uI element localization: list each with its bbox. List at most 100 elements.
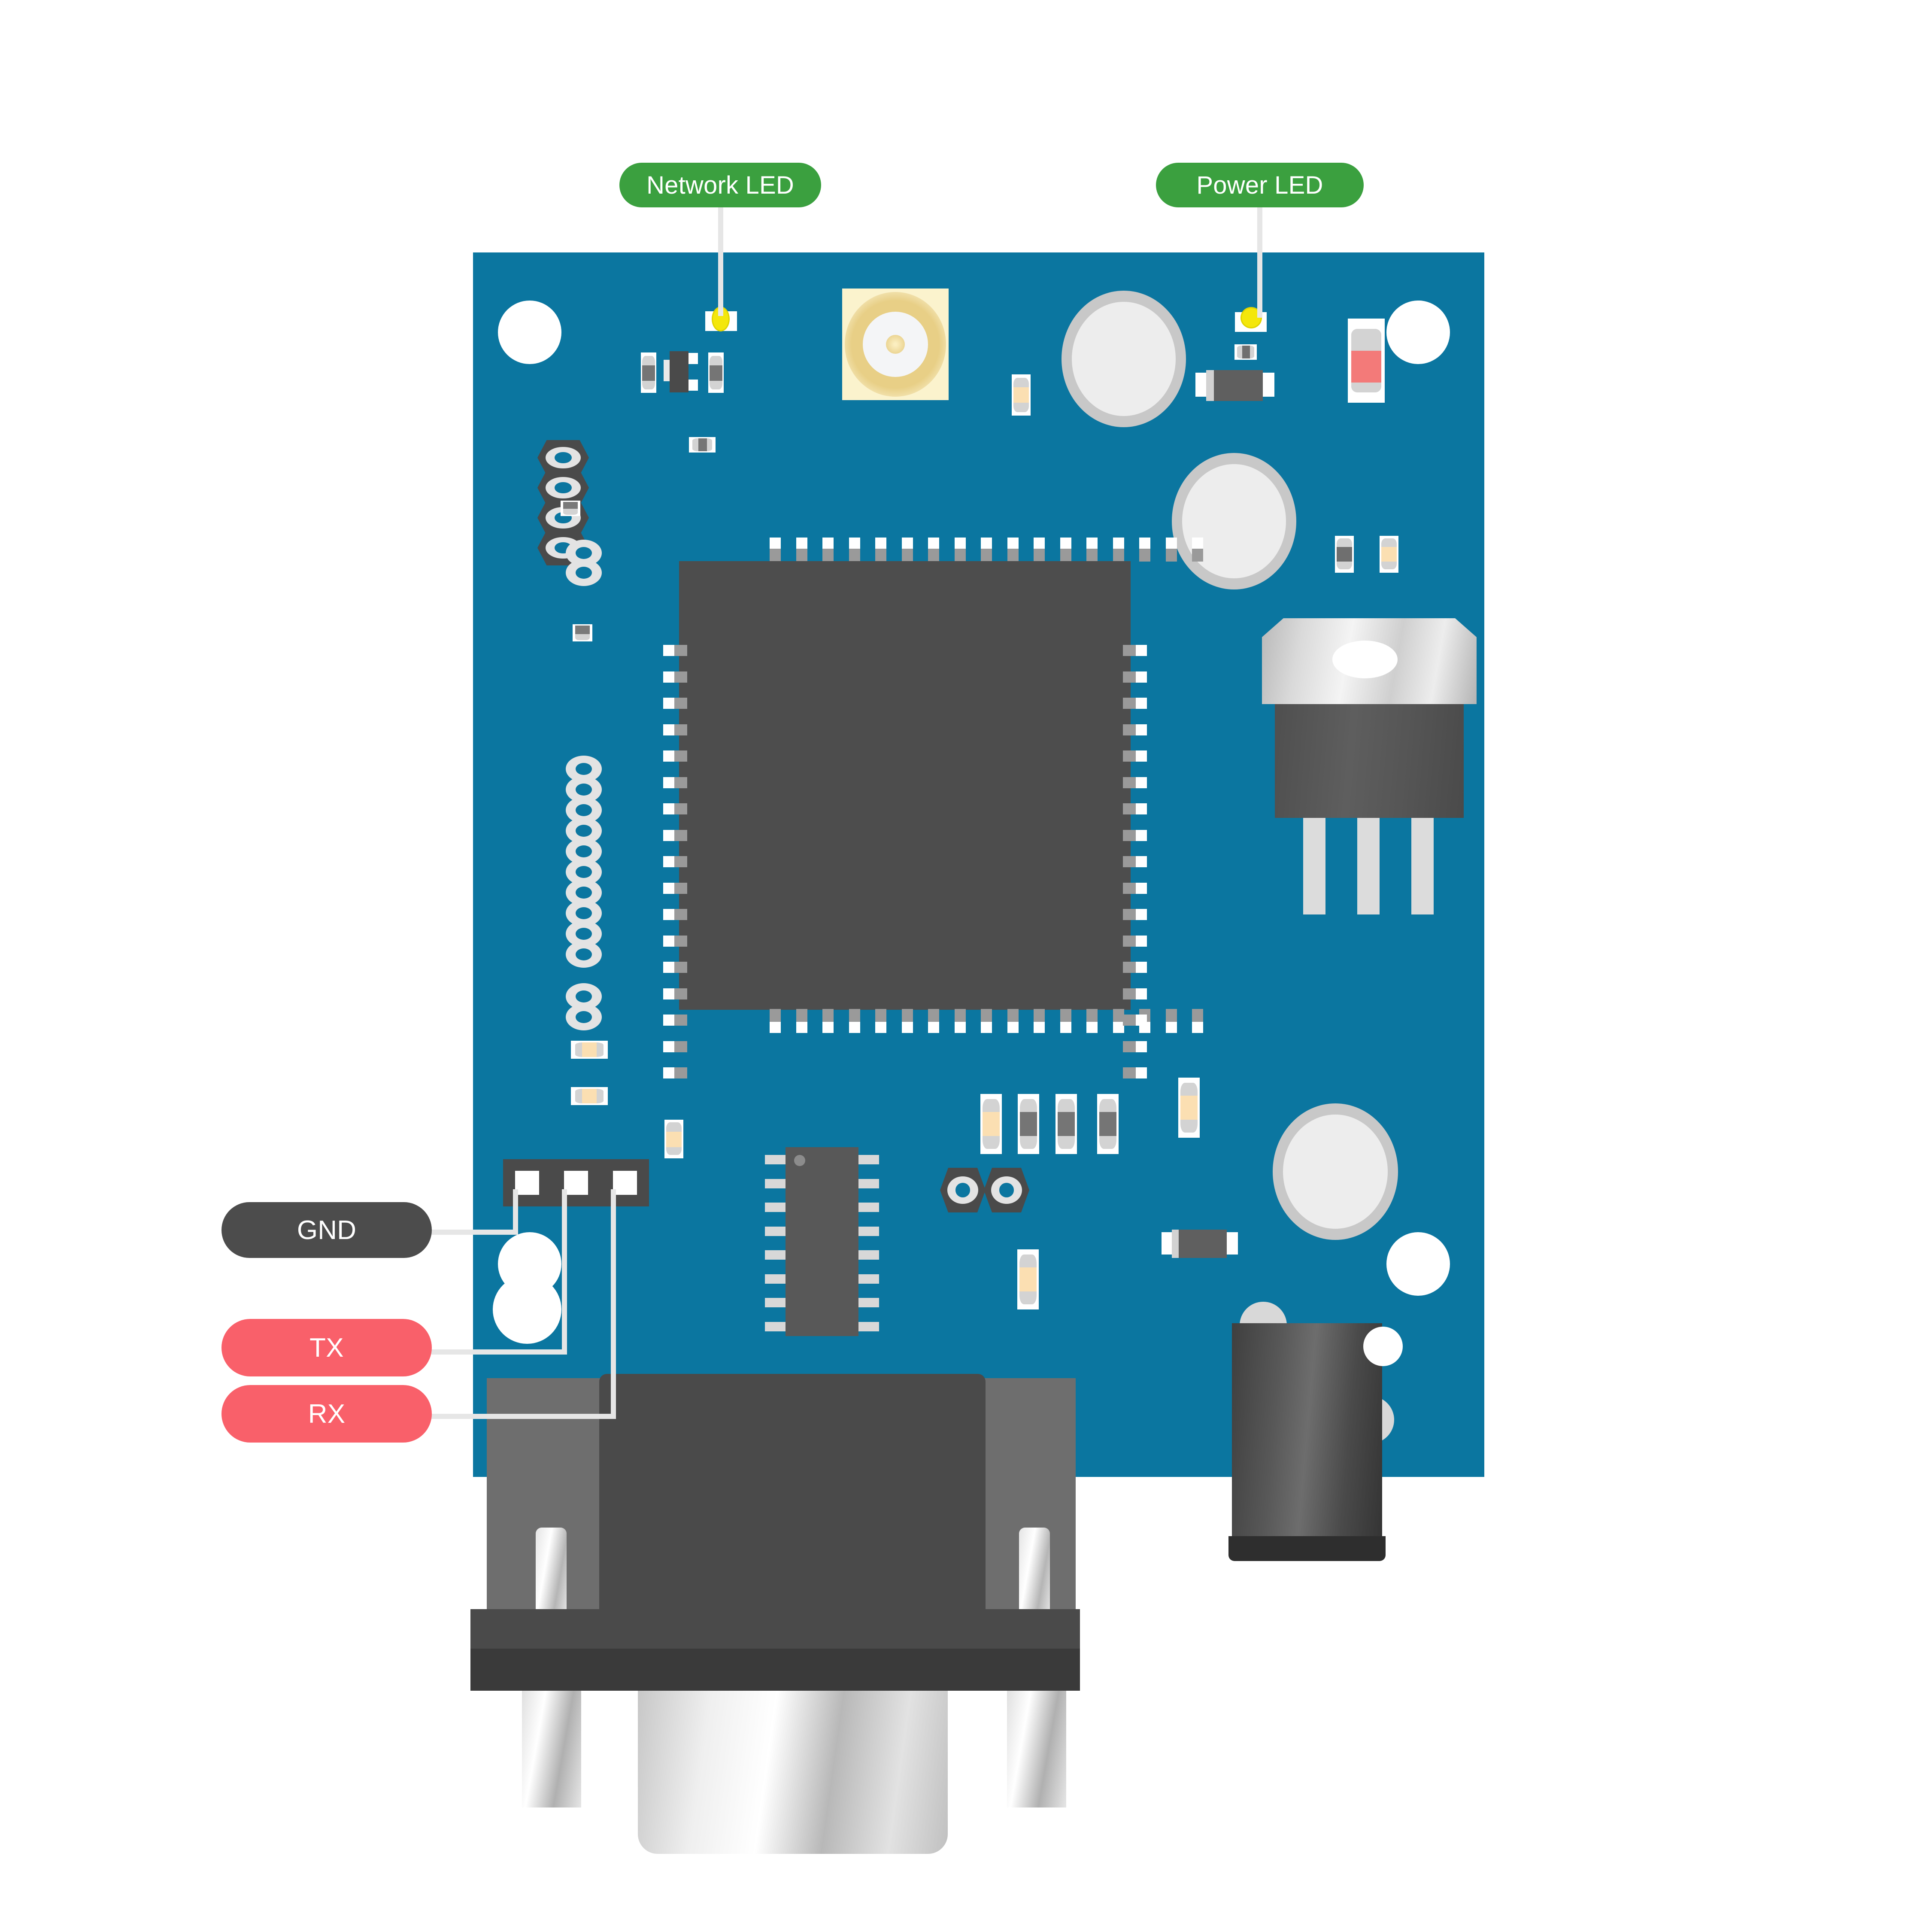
jack-base xyxy=(1228,1536,1386,1561)
via-hole xyxy=(566,559,602,586)
dip-pin xyxy=(858,1321,879,1331)
leader-line-rx-h xyxy=(431,1414,615,1419)
smd-resistor xyxy=(1380,536,1398,573)
chip-pin-tip xyxy=(663,1041,674,1052)
annotation-gnd-label: GND xyxy=(297,1215,357,1245)
chip-pin-tip xyxy=(770,538,781,549)
smd-capacitor xyxy=(561,501,580,516)
dip-pin xyxy=(858,1179,879,1188)
mounting-hole xyxy=(493,1275,561,1344)
dip-pin xyxy=(858,1274,879,1284)
via-pad xyxy=(984,1168,1029,1212)
chip-pin-tip xyxy=(822,538,834,549)
chip-pin-tip xyxy=(901,538,913,549)
annotation-power-led[interactable]: Power LED xyxy=(1156,163,1364,207)
chip-pin-tip xyxy=(1113,538,1124,549)
chip-pin-tip xyxy=(1136,856,1147,867)
chip-pin-tip xyxy=(1060,1022,1071,1033)
db9-flange xyxy=(470,1609,1080,1652)
annotation-tx-label: TX xyxy=(309,1333,344,1363)
chip-pin-tip xyxy=(1086,538,1098,549)
diode-cathode-stripe xyxy=(1206,370,1214,401)
dip-pin xyxy=(858,1203,879,1212)
chip-pin-tip xyxy=(1136,750,1147,762)
chip-pin-tip xyxy=(901,1022,913,1033)
annotation-tx[interactable]: TX xyxy=(221,1319,432,1376)
smd-capacitor xyxy=(664,1120,683,1158)
chip-pin-tip xyxy=(663,935,674,947)
chip-pin-tip xyxy=(663,645,674,656)
chip-pin-tip xyxy=(928,538,939,549)
annotation-network-led-label: Network LED xyxy=(646,171,794,199)
leader-line-tx-h xyxy=(431,1349,566,1355)
regulator-body xyxy=(1275,704,1464,818)
chip-pin-tip xyxy=(1034,538,1045,549)
chip-pin-tip xyxy=(1136,962,1147,973)
leader-line-network-led xyxy=(718,192,723,316)
via-hole xyxy=(566,1004,602,1030)
chip-pin-tip xyxy=(1136,724,1147,735)
mounting-hole xyxy=(1386,1232,1450,1296)
dip-pin xyxy=(765,1179,786,1188)
chip-pin-tip xyxy=(663,750,674,762)
via-hole xyxy=(566,540,602,566)
pin1-indicator xyxy=(794,1155,805,1166)
chip-pin-tip xyxy=(663,856,674,867)
chip-pin-tip xyxy=(1136,882,1147,894)
chip-pin-tip xyxy=(1192,538,1203,549)
chip-pin-tip xyxy=(1136,829,1147,841)
dip-pin xyxy=(765,1274,786,1284)
chip-pin-tip xyxy=(1192,1022,1203,1033)
chip-pin-tip xyxy=(663,909,674,920)
chip-pin-tip xyxy=(1113,1022,1124,1033)
chip-pin-tip xyxy=(1165,1022,1177,1033)
chip-pin-tip xyxy=(1136,803,1147,814)
antenna-connector xyxy=(842,289,949,400)
via-hole xyxy=(566,941,602,968)
electrolytic-capacitor xyxy=(1273,1103,1398,1240)
sot23-transistor xyxy=(664,351,698,392)
chip-pin-tip xyxy=(1139,538,1150,549)
chip-pin-tip xyxy=(981,1022,992,1033)
dip-pin xyxy=(858,1155,879,1164)
chip-pin-tip xyxy=(1007,1022,1019,1033)
db9-flange-lower xyxy=(470,1649,1080,1691)
chip-pin-tip xyxy=(849,538,860,549)
dip-pin xyxy=(765,1155,786,1164)
via-hole xyxy=(566,776,602,803)
db9-screw-post xyxy=(536,1528,567,1619)
chip-pin-tip xyxy=(1034,1022,1045,1033)
db9-metal-shell xyxy=(638,1691,948,1854)
jack-barrel-body xyxy=(1232,1323,1382,1542)
smd-resistor xyxy=(1335,536,1354,573)
smd-capacitor xyxy=(1178,1078,1200,1138)
chip-pin-tip xyxy=(1136,671,1147,683)
regulator-leg xyxy=(1303,818,1325,914)
chip-pin-tip xyxy=(1136,1015,1147,1026)
chip-pin-tip xyxy=(1007,538,1019,549)
antenna-center-pin xyxy=(886,335,905,354)
header-pin-3 xyxy=(613,1171,637,1195)
chip-pin-tip xyxy=(663,1067,674,1078)
dip-pin xyxy=(858,1298,879,1307)
chip-pin-tip xyxy=(954,1022,966,1033)
leader-line-gnd-v xyxy=(513,1189,518,1235)
smd-resistor xyxy=(1097,1094,1119,1154)
voltage-regulator xyxy=(1262,618,1477,1026)
chip-pin-tip xyxy=(796,1022,807,1033)
annotation-gnd[interactable]: GND xyxy=(221,1202,432,1258)
annotation-rx[interactable]: RX xyxy=(221,1385,432,1443)
smd-capacitor xyxy=(980,1094,1002,1154)
dip-pin xyxy=(765,1321,786,1331)
annotation-network-led[interactable]: Network LED xyxy=(619,163,821,207)
chip-pin-tip xyxy=(1136,988,1147,999)
dip-pin xyxy=(858,1250,879,1260)
annotation-power-led-label: Power LED xyxy=(1196,171,1323,199)
db9-mount-pin xyxy=(522,1691,581,1807)
chip-pin-tip xyxy=(928,1022,939,1033)
mounting-hole xyxy=(498,301,561,364)
chip-pin-tip xyxy=(663,777,674,788)
chip-pin-tip xyxy=(663,803,674,814)
dip-pin xyxy=(765,1226,786,1236)
